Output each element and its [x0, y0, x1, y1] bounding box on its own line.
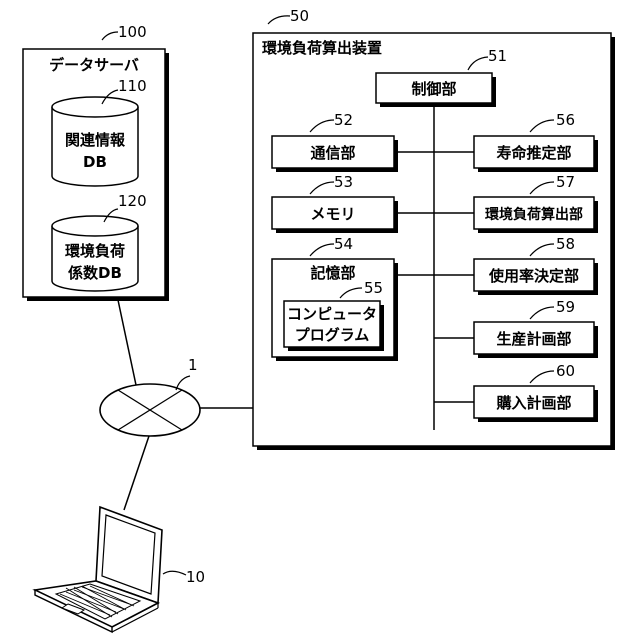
terminal-ref: 10 — [186, 568, 205, 586]
production-ref: 59 — [556, 298, 575, 316]
network: 1 — [100, 356, 200, 436]
data-server-title: データサーバ — [49, 56, 139, 74]
storage-unit: 記憶部 コンピュータ プログラム — [272, 259, 398, 361]
server-network-link — [118, 300, 136, 385]
svg-text:購入計画部: 購入計画部 — [495, 394, 571, 412]
related-info-db-label-2: DB — [83, 153, 107, 171]
lifespan-estimation-unit: 寿命推定部 — [474, 136, 598, 172]
svg-text:コンピュータ: コンピュータ — [287, 305, 377, 323]
comm-ref: 52 — [334, 111, 353, 129]
device-title: 環境負荷算出装置 — [262, 39, 382, 57]
device-ref: 50 — [290, 7, 309, 25]
svg-text:記憶部: 記憶部 — [310, 264, 355, 282]
purchase-ref: 60 — [556, 362, 575, 380]
env-load-calc-device: 環境負荷算出装置 50 制御部 51 通信部 52 メモリ — [253, 7, 615, 450]
control-ref: 51 — [488, 47, 507, 65]
memory-unit: メモリ — [272, 197, 398, 233]
computer-program: コンピュータ プログラム — [284, 301, 384, 351]
svg-text:通信部: 通信部 — [310, 144, 355, 162]
env-load-calc-unit: 環境負荷算出部 — [474, 197, 598, 233]
usage-ref: 58 — [556, 235, 575, 253]
program-ref: 55 — [364, 279, 383, 297]
laptop-terminal: 10 — [35, 507, 205, 632]
purchase-plan-unit: 購入計画部 — [474, 386, 598, 422]
storage-ref: 54 — [334, 235, 353, 253]
svg-text:メモリ: メモリ — [310, 205, 355, 223]
network-terminal-link — [124, 433, 150, 510]
data-server-ref: 100 — [118, 23, 147, 41]
memory-ref: 53 — [334, 173, 353, 191]
data-server: データサーバ 100 関連情報 DB 110 環境負荷 係数DB 120 — [23, 23, 169, 301]
lifespan-ref: 56 — [556, 111, 575, 129]
related-info-db-ref: 110 — [118, 77, 147, 95]
related-info-db: 関連情報 DB — [52, 97, 138, 186]
env-load-coef-db-label-1: 環境負荷 — [65, 242, 125, 260]
svg-text:環境負荷算出部: 環境負荷算出部 — [485, 206, 583, 223]
svg-text:プログラム: プログラム — [295, 326, 370, 344]
control-unit: 制御部 — [376, 73, 496, 107]
related-info-db-label-1: 関連情報 — [65, 131, 126, 149]
svg-text:制御部: 制御部 — [411, 80, 456, 98]
network-ref: 1 — [188, 356, 198, 374]
production-plan-unit: 生産計画部 — [474, 322, 598, 358]
svg-text:生産計画部: 生産計画部 — [496, 330, 571, 348]
env-calc-ref: 57 — [556, 173, 575, 191]
communication-unit: 通信部 — [272, 136, 398, 172]
svg-text:使用率決定部: 使用率決定部 — [488, 267, 579, 285]
env-load-coef-db-ref: 120 — [118, 192, 147, 210]
svg-text:寿命推定部: 寿命推定部 — [496, 144, 571, 162]
env-load-coef-db-label-2: 係数DB — [68, 264, 122, 282]
env-load-coef-db: 環境負荷 係数DB — [52, 216, 138, 291]
usage-rate-unit: 使用率決定部 — [474, 259, 598, 295]
